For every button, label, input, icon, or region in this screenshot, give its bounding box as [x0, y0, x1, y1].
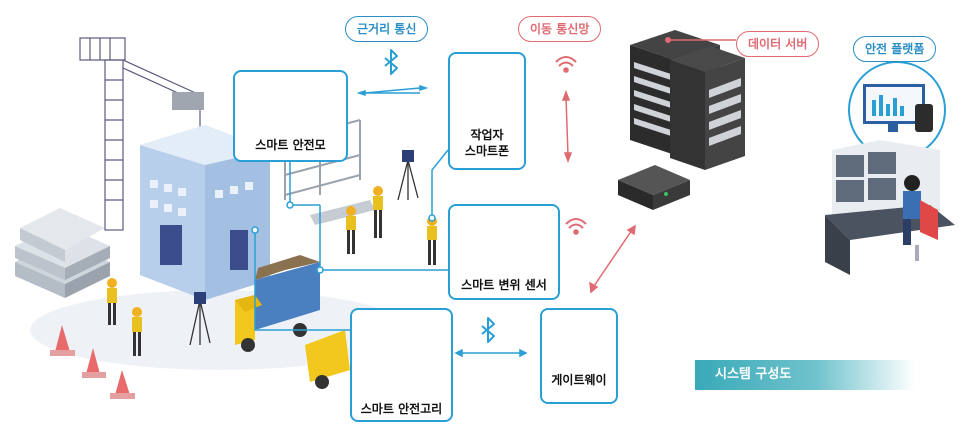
smart-helmet-card: 스마트 안전모 [233, 70, 348, 162]
short-range-arrow-bottom [454, 348, 528, 358]
smart-displacement-sensor-card: 스마트 변위 센서 [448, 204, 560, 300]
control-room [825, 140, 955, 275]
bluetooth-icon [481, 317, 495, 343]
smart-helmet-label: 스마트 안전모 [255, 138, 326, 152]
system-diagram-banner: 시스템 구성도 [695, 360, 915, 390]
smart-safety-hook-card: 스마트 안전고리 [350, 308, 453, 422]
platform-monitor-callout [848, 61, 946, 159]
steel-beam [310, 200, 375, 225]
bluetooth-icon [384, 49, 398, 75]
sensor-label: 스마트 변위 센서 [461, 278, 547, 292]
tripod-camera [189, 159, 419, 346]
traffic-cones [50, 325, 135, 399]
building [140, 125, 270, 300]
stacked-slabs [15, 208, 110, 298]
server-rack [618, 30, 745, 210]
gateway-label: 게이트웨이 [551, 373, 607, 387]
worker-smartphone-card: 작업자 스마트폰 [448, 52, 526, 170]
mobile-network-arrows [561, 89, 636, 294]
smartphone-label-line2: 스마트폰 [464, 144, 510, 158]
short-range-label: 근거리 통신 [345, 16, 429, 42]
wifi-icon [555, 56, 577, 73]
mobile-network-label: 이동 통신망 [518, 16, 602, 42]
wifi-icon [565, 218, 587, 235]
safety-platform-label: 안전 플랫폼 [853, 36, 937, 62]
dump-truck [235, 255, 350, 389]
connector-lines [251, 149, 449, 331]
data-server-label: 데이터 서버 [736, 31, 820, 57]
gateway-card: 게이트웨이 [540, 308, 618, 404]
hook-label: 스마트 안전고리 [360, 402, 443, 416]
smartphone-label-line1: 작업자 [470, 128, 504, 142]
short-range-arrow-top [356, 84, 429, 97]
